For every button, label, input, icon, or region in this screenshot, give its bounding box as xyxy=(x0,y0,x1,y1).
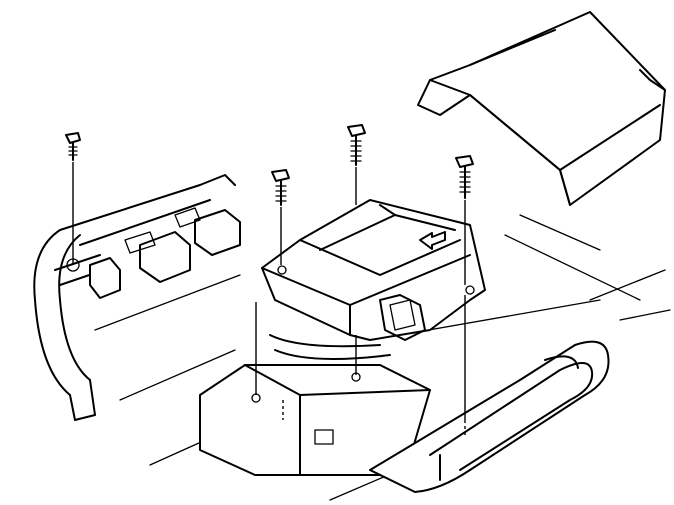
connector-1 xyxy=(89,257,121,299)
cover-bracket xyxy=(417,11,666,206)
bolt-4 xyxy=(455,155,474,199)
bolt-1 xyxy=(65,132,81,161)
wiring-harness xyxy=(33,174,241,421)
arrow-icon xyxy=(419,231,446,250)
bolt-2 xyxy=(271,169,290,206)
connector-3 xyxy=(194,209,241,256)
right-console xyxy=(369,340,610,493)
connector-2 xyxy=(139,231,191,283)
control-module xyxy=(261,199,486,360)
tunnel-block xyxy=(199,364,431,476)
bolt-3 xyxy=(347,124,366,166)
